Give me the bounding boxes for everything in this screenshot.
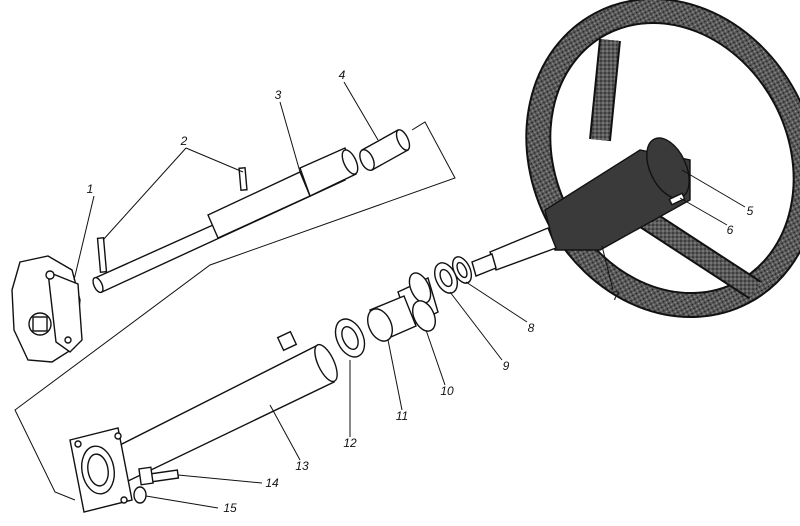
assembly-bracket-line bbox=[14, 121, 456, 501]
callout-4: 4 bbox=[339, 68, 346, 82]
spring bbox=[397, 272, 439, 332]
callout-15: 15 bbox=[223, 501, 237, 515]
upper-shaft bbox=[471, 227, 557, 277]
washer bbox=[433, 262, 459, 294]
callout-3: 3 bbox=[275, 88, 282, 102]
callout-labels: 1 2 3 4 5 6 7 8 9 10 11 12 13 14 15 bbox=[87, 68, 754, 515]
callout-12: 12 bbox=[343, 436, 357, 450]
callout-8: 8 bbox=[528, 321, 535, 335]
callout-2: 2 bbox=[180, 134, 188, 148]
callout-14: 14 bbox=[265, 476, 279, 490]
callout-10: 10 bbox=[440, 384, 454, 398]
bolt bbox=[138, 466, 180, 486]
column-tube bbox=[69, 330, 338, 513]
contact bbox=[668, 192, 686, 206]
callout-5: 5 bbox=[747, 204, 754, 218]
callout-6: 6 bbox=[727, 223, 734, 237]
bearing bbox=[334, 318, 366, 358]
bearing-race bbox=[367, 295, 417, 342]
steering-shaft bbox=[92, 147, 359, 294]
steering-gear-housing bbox=[11, 255, 83, 363]
pins bbox=[96, 167, 248, 273]
leader-lines bbox=[73, 81, 746, 509]
callout-13: 13 bbox=[295, 459, 309, 473]
callout-9: 9 bbox=[503, 359, 510, 373]
lock-washer bbox=[133, 486, 147, 504]
callout-1: 1 bbox=[87, 182, 94, 196]
steering-wheel bbox=[525, 0, 800, 319]
callout-11: 11 bbox=[396, 409, 408, 423]
shaft-sleeve bbox=[359, 129, 411, 171]
callout-7: 7 bbox=[613, 289, 621, 303]
